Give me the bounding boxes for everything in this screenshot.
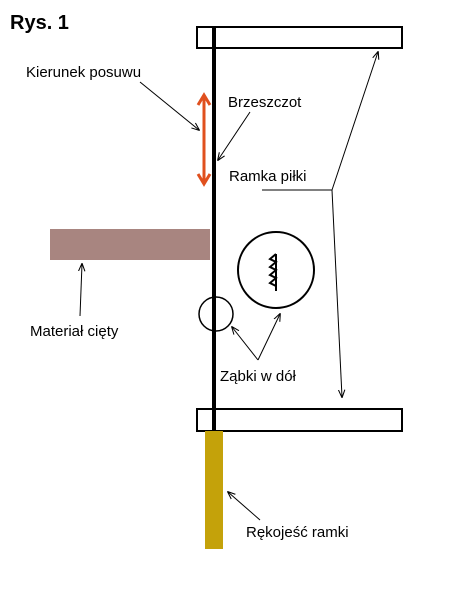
leader-saw-frame-bottom: [331, 189, 342, 397]
leader-saw-frame-top: [331, 52, 378, 191]
teeth-zone-circle: [198, 296, 234, 332]
frame-handle: [205, 431, 223, 549]
label-blade: Brzeszczot: [228, 94, 302, 111]
label-teeth-down: Ząbki w dół: [220, 368, 296, 385]
zigzag-teeth-icon: [237, 231, 315, 309]
frame-bottom-bar: [196, 408, 403, 432]
cut-material: [50, 229, 210, 260]
leader-material: [80, 264, 82, 317]
figure-title: Rys. 1: [10, 12, 69, 34]
label-frame-handle: Rękojeść ramki: [246, 524, 349, 541]
label-feed-direction: Kierunek posuwu: [26, 64, 142, 81]
frame-top-bar: [196, 26, 403, 49]
leader-handle: [228, 492, 261, 521]
leader-feed-direction: [139, 81, 199, 130]
feed-direction-arrow: [196, 92, 212, 187]
leader-blade: [218, 111, 251, 160]
label-saw-frame: Ramka piłki: [229, 168, 307, 185]
leader-teeth-left: [232, 327, 259, 361]
label-material: Materiał cięty: [30, 323, 119, 340]
leader-teeth-right: [257, 314, 280, 361]
